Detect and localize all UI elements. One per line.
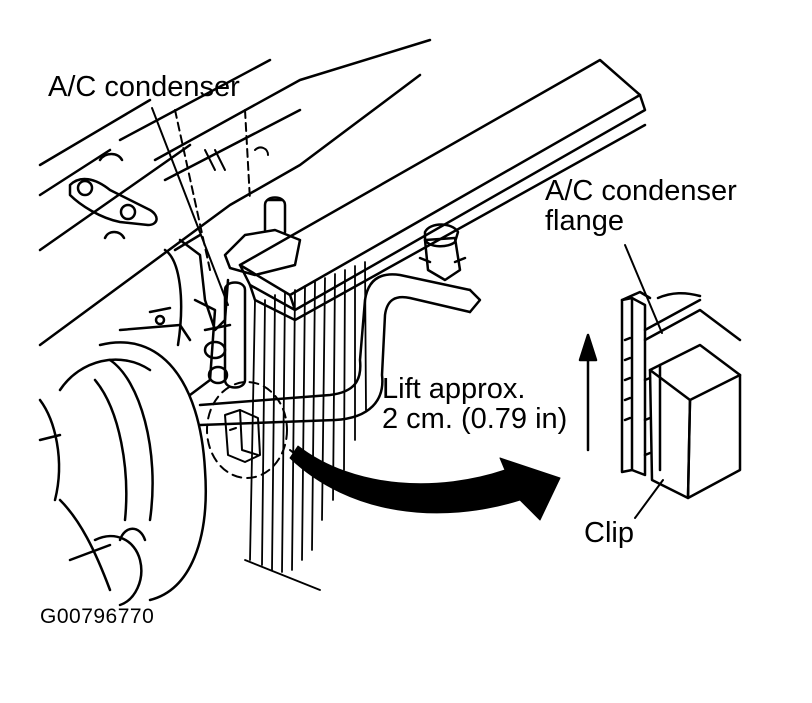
condenser-leaders: [151, 107, 269, 306]
detail-circle: [206, 381, 288, 479]
lift-distance-line1: Lift approx.: [382, 373, 526, 405]
lift-arrow: [578, 333, 598, 452]
radiator-top-tank: [223, 58, 647, 322]
clip-label: Clip: [584, 517, 634, 549]
condenser-flange-label-line1: A/C condenser: [545, 175, 737, 207]
condenser-flange-label: A/C condenser flange: [545, 176, 737, 237]
lift-distance-label: Lift approx. 2 cm. (0.79 in): [382, 374, 567, 435]
flange-leader: [624, 244, 663, 334]
figure-id: G00796770: [40, 605, 155, 628]
flange-clip-detail: [620, 290, 742, 500]
condenser-flange-label-line2: flange: [545, 205, 625, 238]
condenser-pipe: [198, 223, 482, 427]
condenser-bracket: [118, 238, 247, 397]
detail-arrow: [289, 445, 561, 521]
fan-assembly: [38, 248, 207, 607]
lift-distance-line2: 2 cm. (0.79 in): [382, 403, 568, 436]
clip-leader: [634, 479, 664, 519]
condenser-label: A/C condenser: [48, 71, 240, 103]
radiator-core: [244, 261, 367, 591]
